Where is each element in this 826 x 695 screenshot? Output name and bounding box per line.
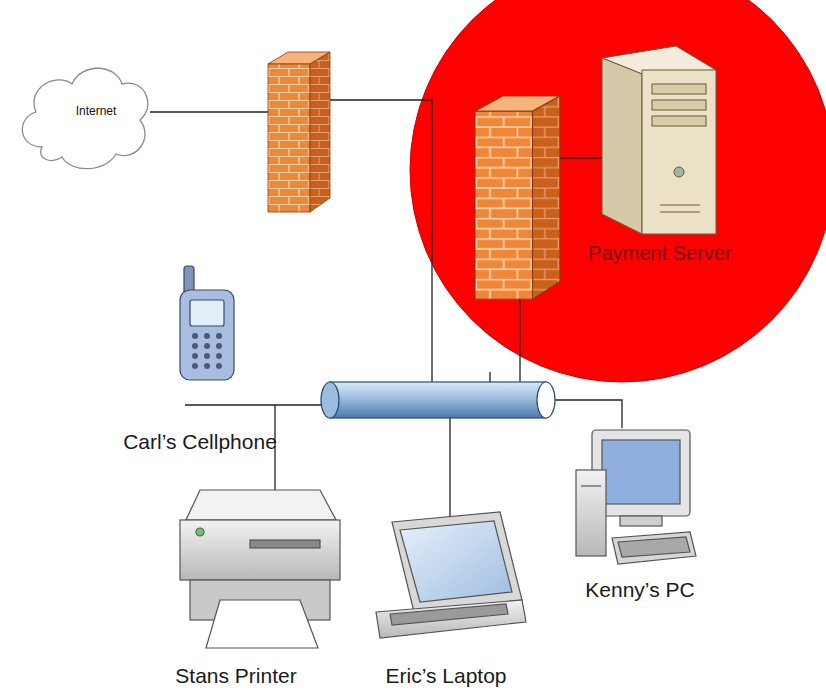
node-label: Kenny’s PC xyxy=(585,578,694,602)
node-label: Payment Server xyxy=(588,242,731,265)
device-label: Carl’s Cellphone xyxy=(123,430,277,454)
node-label: Internet xyxy=(76,105,117,119)
internet-cloud: Internet xyxy=(12,52,152,177)
node-label: Carl’s Cellphone xyxy=(123,430,277,454)
device-label: Kenny’s PC xyxy=(585,578,694,602)
device-label: Stans Printer xyxy=(175,664,296,688)
node-label: Eric’s Laptop xyxy=(385,664,506,688)
device-label: Eric’s Laptop xyxy=(385,664,506,688)
node-label: Stans Printer xyxy=(175,664,296,688)
